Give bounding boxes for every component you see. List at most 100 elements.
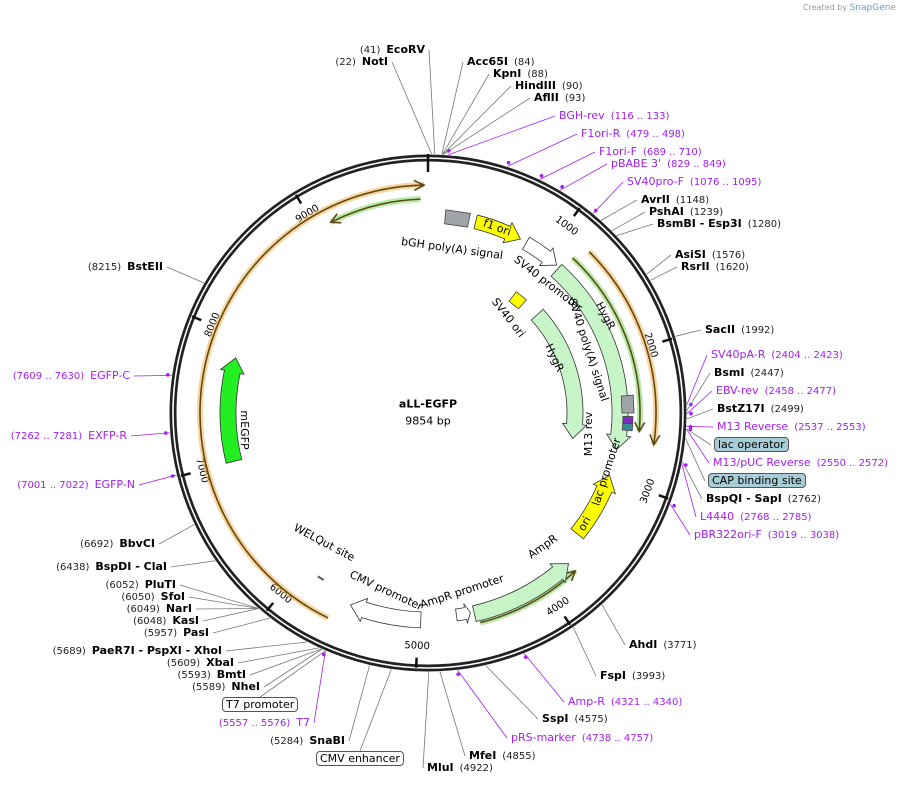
enzyme-position: (4922) (459, 763, 493, 774)
tick-mark (563, 615, 572, 626)
enzyme-site-label[interactable]: MluI(4922) (427, 761, 499, 775)
enzyme-site-label[interactable]: Acc65I(84) (467, 55, 541, 69)
enzyme-site-label[interactable]: AvrII(1148) (641, 193, 715, 207)
primer-name: pBR322ori-F (694, 528, 762, 541)
enzyme-position: (1620) (715, 262, 749, 273)
primer-name: BGH-rev (559, 109, 605, 122)
enzyme-site-label[interactable]: (6050)SfoI (121, 590, 185, 604)
enzyme-site-label[interactable]: AhdI(3771) (629, 638, 703, 652)
primer-label[interactable]: pBABE 3'(829 .. 849) (611, 157, 732, 171)
enzyme-position: (93) (564, 93, 586, 104)
leader-line (170, 560, 216, 568)
leader-line (212, 617, 270, 634)
enzyme-site-label[interactable]: (6438)BspDI - ClaI (56, 560, 167, 574)
leader-line (457, 670, 508, 739)
primer-label[interactable]: pBR322ori-F(3019 .. 3038) (694, 528, 845, 542)
primer-label[interactable]: EBV-rev(2458 .. 2477) (716, 384, 842, 398)
snapgene-credit: Created by SnapGene (803, 3, 896, 13)
enzyme-site-label[interactable]: FspI(3993) (600, 669, 671, 683)
enzyme-site-label[interactable]: (6048)KasI (133, 614, 199, 628)
primer-label[interactable]: (5557 .. 5576)T7 (213, 716, 310, 730)
leader-line (572, 627, 597, 677)
enzyme-name: FspI (600, 669, 627, 682)
enzyme-site-label[interactable]: AsiSI(1576) (675, 248, 751, 262)
enzyme-name: PasI (183, 626, 209, 639)
enzyme-site-label[interactable]: (5957)PasI (144, 626, 209, 640)
primer-label[interactable]: F1ori-R(479 .. 498) (581, 127, 691, 141)
enzyme-site-label[interactable]: BsmI(2447) (714, 366, 790, 380)
orange-arc-right-head (649, 434, 661, 447)
primer-name: F1ori-F (599, 145, 637, 158)
enzyme-site-label[interactable]: (6692)BbvCI (80, 537, 155, 551)
enzyme-name: HindIII (515, 79, 556, 92)
primer-mark (683, 463, 688, 467)
enzyme-site-label[interactable]: SspI(4575) (542, 712, 614, 726)
primer-label[interactable]: pRS-marker(4738 .. 4757) (511, 731, 659, 745)
ampr-feature (472, 563, 569, 622)
primer-label[interactable]: SV40pro-F(1076 .. 1095) (627, 175, 767, 189)
enzyme-site-label[interactable]: KpnI(88) (493, 67, 554, 81)
enzyme-site-label[interactable]: (8215)BstEII (88, 260, 163, 274)
enzyme-site-label[interactable]: BspQI - SapI(2762) (706, 492, 827, 506)
enzyme-site-label[interactable]: (5593)BmtI (178, 668, 246, 682)
leader-line (313, 650, 326, 724)
primer-name: F1ori-R (581, 127, 621, 140)
primer-label[interactable]: BGH-rev(116 .. 133) (559, 109, 675, 123)
leader-line (195, 608, 259, 610)
feature-box-label[interactable]: lac operator (714, 437, 789, 452)
enzyme-site-label[interactable]: RsrII(1620) (681, 260, 755, 274)
primer-mark (523, 655, 528, 659)
leader-line (646, 254, 672, 275)
feature-box-label[interactable]: CAP binding site (708, 473, 806, 488)
enzyme-position: (2499) (770, 404, 804, 415)
primer-label[interactable]: (7609 .. 7630)EGFP-C (7, 369, 130, 383)
primer-label[interactable]: (7262 .. 7281)EXFP-R (5, 429, 127, 443)
enzyme-site-label[interactable]: HindIII(90) (515, 79, 589, 93)
enzyme-name: Acc65I (467, 55, 508, 68)
primer-label[interactable]: L4440(2768 .. 2785) (700, 510, 818, 524)
primer-mark (165, 373, 170, 377)
enzyme-site-label[interactable]: (5284)SnaBI (270, 734, 345, 748)
enzyme-position: (1576) (711, 250, 746, 261)
ori-label: ori (575, 514, 593, 533)
leader-line (237, 647, 319, 664)
primer-label[interactable]: M13/pUC Reverse(2550 .. 2572) (713, 456, 894, 470)
enzyme-site-label[interactable]: (5689)PaeR7I - PspXI - XhoI (53, 644, 222, 658)
enzyme-site-label[interactable]: (6052)PluTI (105, 578, 176, 592)
ampr-promoter-feature (455, 603, 471, 624)
feature-box-label[interactable]: CMV enhancer (316, 751, 404, 766)
enzyme-name: MfeI (469, 749, 497, 762)
snapgene-logo: SnapGene (849, 3, 896, 13)
leader-line (675, 329, 702, 337)
primer-name: L4440 (700, 510, 735, 523)
enzyme-site-label[interactable]: AflII(93) (534, 91, 591, 105)
enzyme-site-label[interactable]: SacII(1992) (705, 323, 780, 337)
leader-line (202, 608, 259, 622)
enzyme-name: BspDI - ClaI (95, 560, 167, 573)
leader-line (485, 665, 539, 720)
enzyme-position: (88) (527, 69, 548, 80)
enzyme-site-label[interactable]: (41)EcoRV (360, 43, 425, 57)
tick-mark (572, 207, 581, 217)
feature-box-label[interactable]: T7 promoter (222, 697, 299, 712)
primer-label[interactable]: SV40pA-R(2404 .. 2423) (711, 348, 849, 362)
enzyme-site-label[interactable]: BsmBI - Esp3I(1280) (657, 217, 787, 231)
ampr-label: AmpR (526, 532, 561, 562)
primer-label[interactable]: F1ori-F(689 .. 710) (599, 145, 708, 159)
enzyme-site-label[interactable]: (22)NotI (335, 55, 388, 69)
leader-line (359, 669, 392, 752)
leader-line (650, 266, 678, 281)
primer-label[interactable]: (7001 .. 7022)EGFP-N (11, 478, 135, 492)
primer-range: (829 .. 849) (667, 159, 726, 170)
enzyme-site-label[interactable]: (5589)NheI (192, 680, 260, 694)
enzyme-site-label[interactable]: PshAI(1239) (649, 205, 729, 219)
enzyme-position: (5284) (270, 736, 304, 747)
hygr-feature-outer (550, 263, 632, 451)
enzyme-site-label[interactable]: (6049)NarI (127, 602, 192, 616)
enzyme-name: AhdI (629, 638, 658, 651)
enzyme-site-label[interactable]: (5609)XbaI (167, 656, 234, 670)
enzyme-site-label[interactable]: BstZ17I(2499) (717, 402, 810, 416)
primer-label[interactable]: Amp-R(4321 .. 4340) (568, 695, 688, 709)
enzyme-site-label[interactable]: MfeI(4855) (469, 749, 542, 763)
primer-label[interactable]: M13 Reverse(2537 .. 2553) (717, 420, 872, 434)
